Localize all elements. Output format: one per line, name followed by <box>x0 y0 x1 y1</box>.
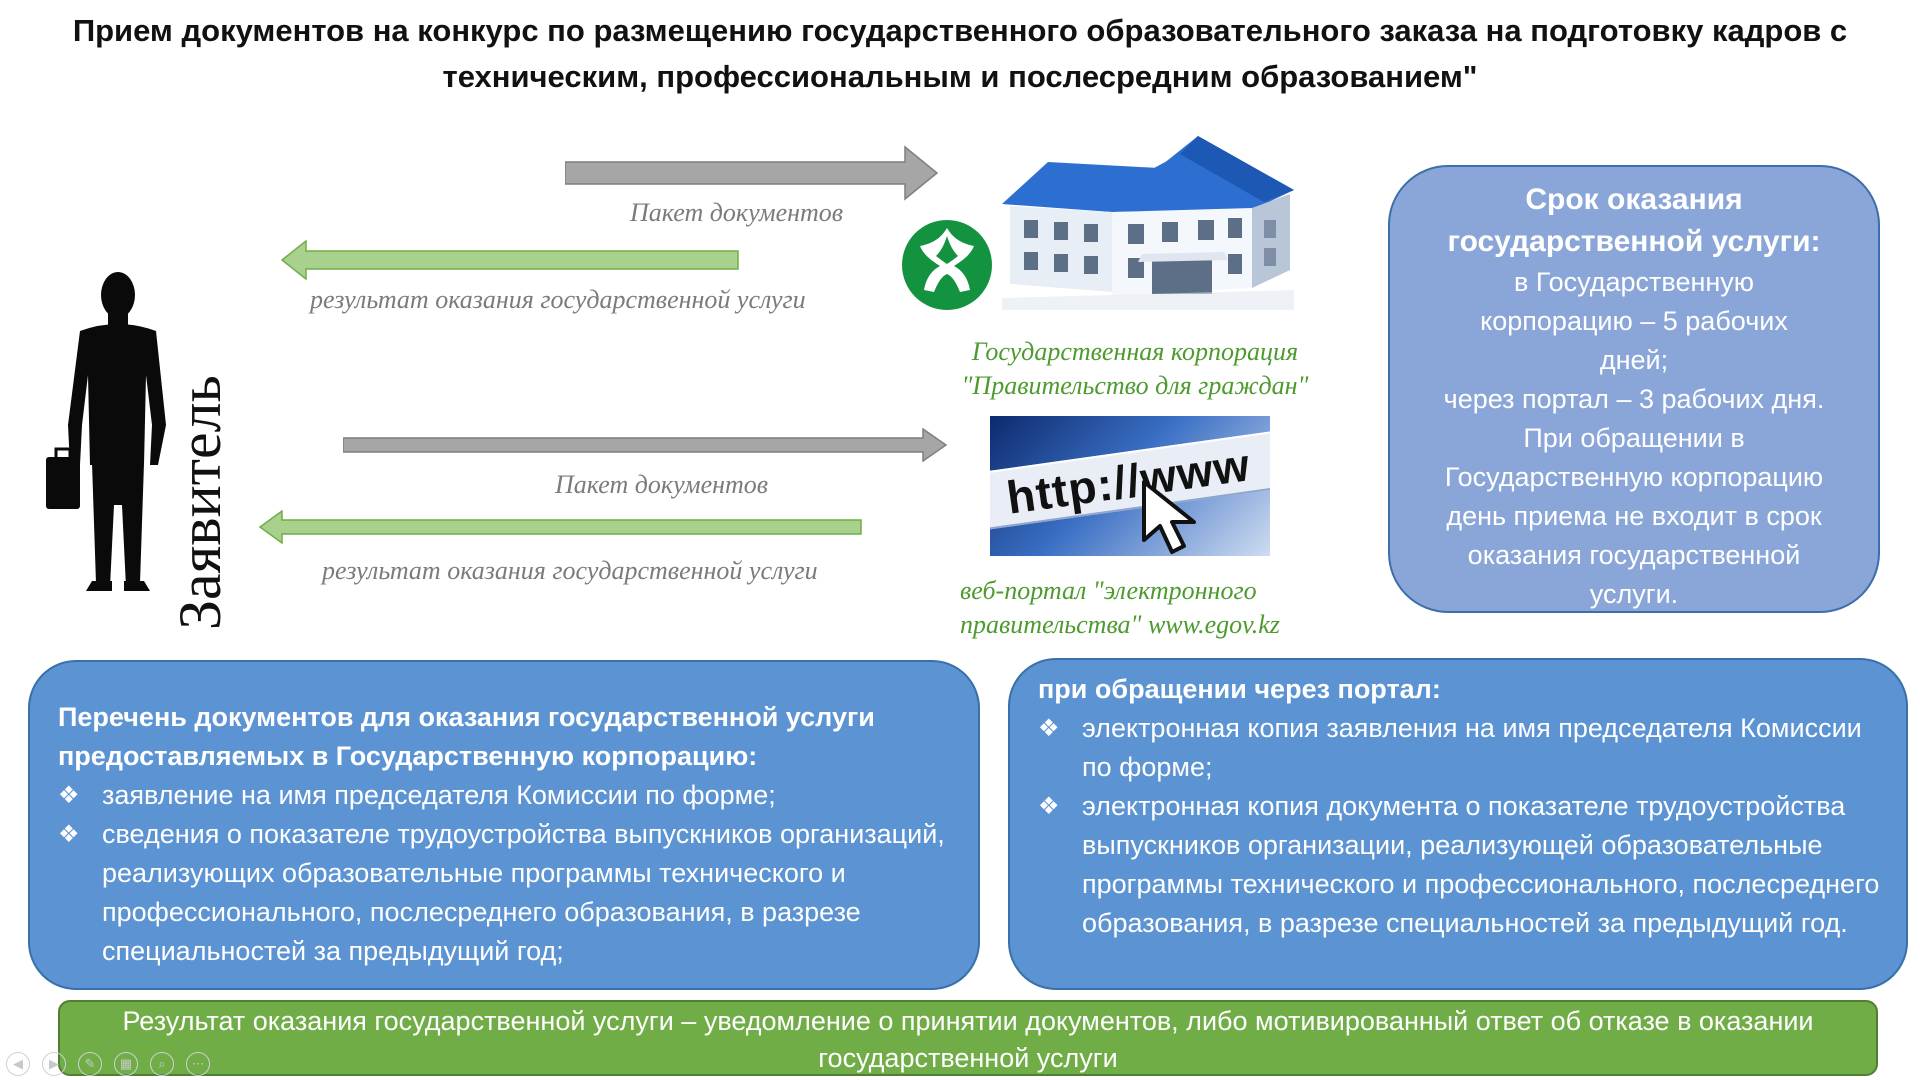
send-arrow-icon <box>343 428 948 462</box>
term-line: через портал – 3 рабочих дня. <box>1443 384 1825 414</box>
list-item-text: сведения о показателе трудоустройства вы… <box>102 819 945 966</box>
portal-documents-box: при обращении через портал: ❖ электронная… <box>1008 658 1908 990</box>
result-banner: Результат оказания государственной услуг… <box>58 1000 1878 1076</box>
return-arrow-icon <box>258 510 862 544</box>
previous-slide-icon[interactable]: ◀ <box>6 1052 30 1076</box>
portal-caption: веб-портал "электронного правительства" … <box>960 574 1300 642</box>
corporation-name-line2: "Правительство для граждан" <box>961 371 1309 400</box>
list-item-text: заявление на имя председателя Комиссии п… <box>102 780 776 810</box>
more-options-icon[interactable]: ⋯ <box>186 1052 210 1076</box>
web-portal-image: http://www <box>990 416 1270 556</box>
term-line: корпорацию – 5 рабочих <box>1480 306 1788 336</box>
cursor-icon <box>1142 480 1196 554</box>
term-line: в Государственную <box>1513 267 1755 297</box>
portal-name-line1: веб-портал "электронного <box>960 576 1257 605</box>
term-line: Государственную корпорацию <box>1444 462 1824 492</box>
documents-list-box: Перечень документов для оказания государ… <box>28 660 980 990</box>
list-item: ❖ электронная копия документа о показател… <box>1038 787 1886 943</box>
pen-icon[interactable]: ✎ <box>78 1052 102 1076</box>
documents-list: ❖ заявление на имя председателя Комиссии … <box>58 776 952 971</box>
building-icon <box>1002 136 1294 310</box>
service-term-box: Срок оказания государственной услуги: в … <box>1388 165 1880 613</box>
send-arrow-icon <box>565 145 939 201</box>
term-line: день приема не входит в срок <box>1446 501 1822 531</box>
bullet-icon: ❖ <box>1038 715 1060 742</box>
list-item: ❖ заявление на имя председателя Комиссии … <box>58 776 952 815</box>
list-item-text: электронная копия документа о показателе… <box>1082 791 1880 938</box>
page-title: Прием документов на конкурс по размещени… <box>72 13 1848 94</box>
slideshow-toolbar: ◀ ▶ ✎ ▦ ⌕ ⋯ <box>6 1052 210 1078</box>
bottom-send-label: Пакет документов <box>555 470 769 499</box>
gov-corporation-logo-icon <box>902 220 992 310</box>
term-line: При обращении в <box>1523 423 1745 453</box>
term-heading-line1: Срок оказания <box>1525 183 1743 216</box>
corporation-caption: Государственная корпорация "Правительств… <box>935 335 1335 403</box>
top-send-label: Пакет документов <box>630 198 844 227</box>
portal-documents-heading: при обращении через портал: <box>1038 674 1441 704</box>
term-line: оказания государственной <box>1467 540 1801 570</box>
portal-documents-list: ❖ электронная копия заявления на имя пред… <box>1038 709 1886 943</box>
top-return-label: результат оказания государственной услуг… <box>310 285 806 314</box>
documents-heading: Перечень документов для оказания государ… <box>58 702 875 771</box>
bullet-icon: ❖ <box>58 782 80 809</box>
term-line: дней; <box>1599 345 1669 375</box>
term-heading-line2: государственной услуги: <box>1447 225 1821 258</box>
bottom-return-label: результат оказания государственной услуг… <box>322 556 818 585</box>
term-line: услуги. <box>1589 579 1679 609</box>
slides-grid-icon[interactable]: ▦ <box>114 1052 138 1076</box>
list-item: ❖ сведения о показателе трудоустройства в… <box>58 815 952 971</box>
return-arrow-icon <box>280 240 739 280</box>
applicant-silhouette-icon <box>46 272 166 591</box>
zoom-icon[interactable]: ⌕ <box>150 1052 174 1076</box>
next-slide-icon[interactable]: ▶ <box>42 1052 66 1076</box>
portal-name-line2: правительства" www.egov.kz <box>960 610 1280 639</box>
list-item-text: электронная копия заявления на имя предс… <box>1082 713 1862 782</box>
bullet-icon: ❖ <box>58 821 80 848</box>
corporation-name-line1: Государственная корпорация <box>971 337 1299 366</box>
bullet-icon: ❖ <box>1038 793 1060 820</box>
applicant-label: Заявитель <box>167 375 233 630</box>
list-item: ❖ электронная копия заявления на имя пред… <box>1038 709 1886 787</box>
